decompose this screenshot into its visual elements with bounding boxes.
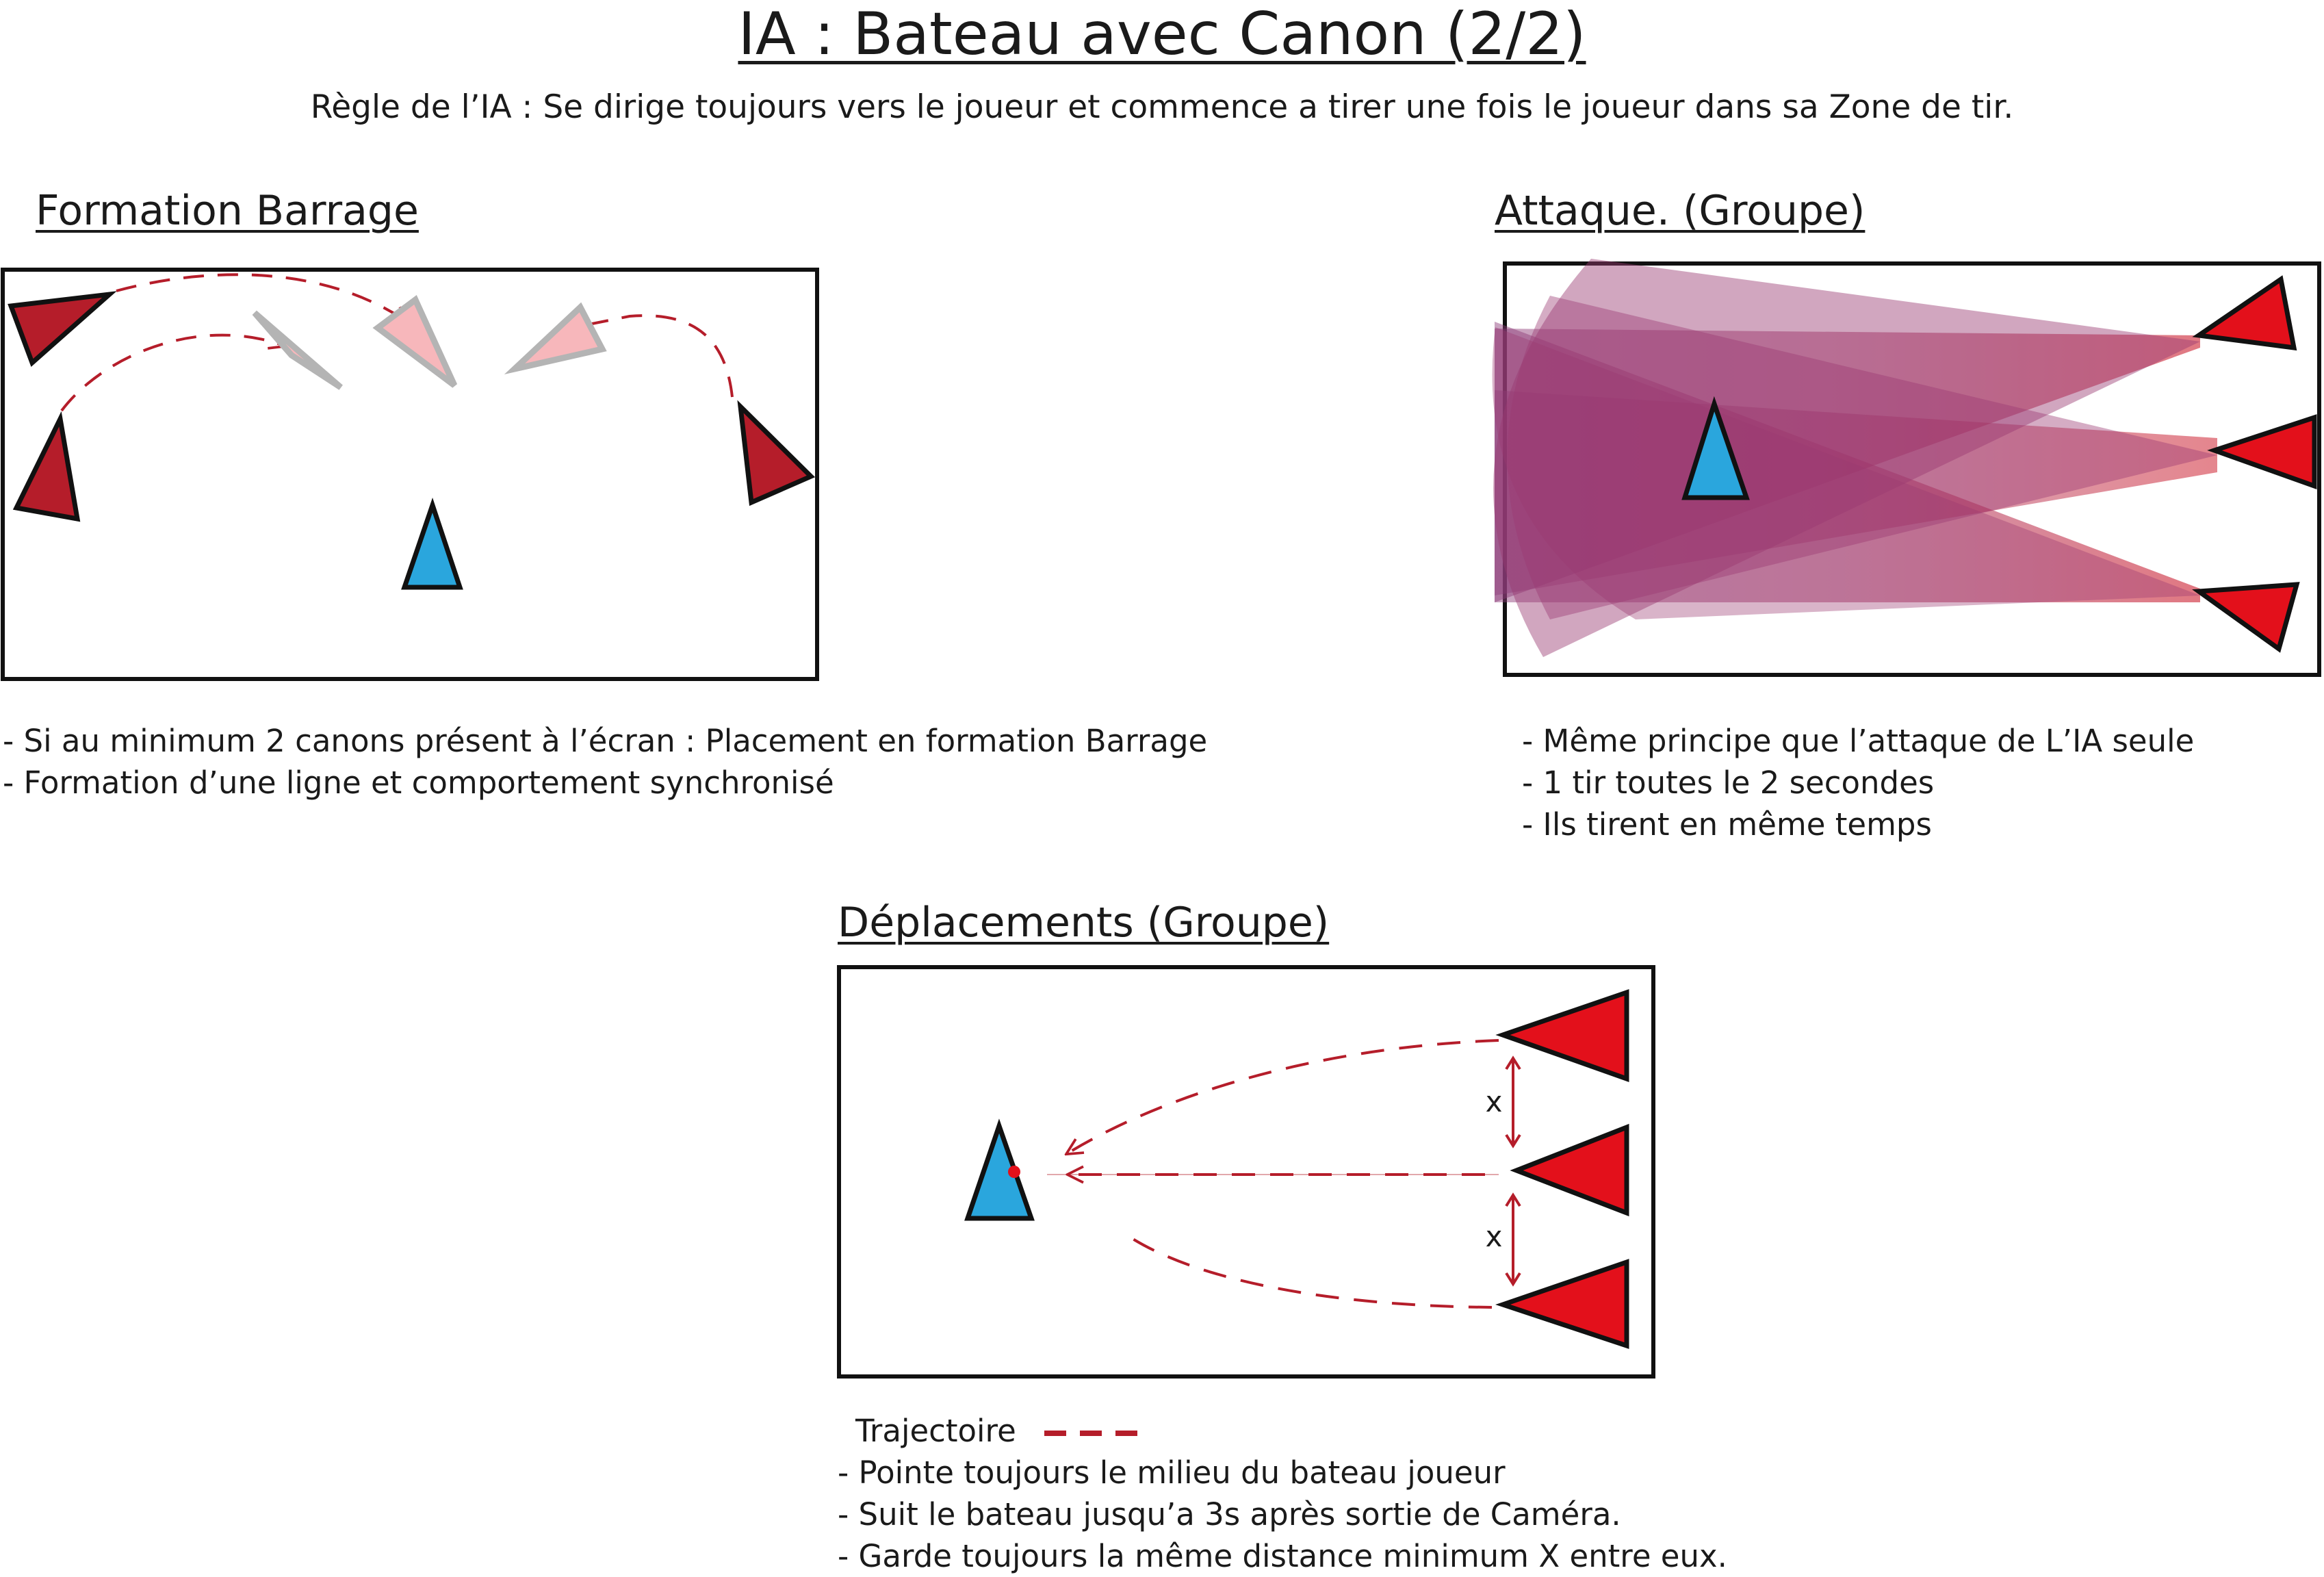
enemy-ship-icon (2192, 275, 2297, 351)
formation-bullets: - Si au minimum 2 canons présent à l’écr… (3, 720, 1207, 804)
attack-bullet: - Même principe que l’attaque de L’IA se… (1522, 723, 2195, 759)
formation-title: Formation Barrage (36, 187, 419, 235)
enemy-ship-icon (8, 291, 117, 367)
player-ship-icon (1681, 396, 1750, 500)
player-ship-icon (401, 498, 463, 590)
attack-diagram (1492, 259, 2321, 677)
movement-bullets: Trajectoire - Pointe toujours le milieu … (838, 1410, 1727, 1577)
enemy-ship-icon (1495, 1259, 1629, 1349)
enemy-ship-icon (1495, 989, 1629, 1082)
enemy-ship-icon (1510, 1123, 1629, 1217)
fire-cone (1493, 259, 2200, 657)
formation-diagram (1, 268, 819, 681)
attack-title: Attaque. (Groupe) (1495, 187, 1865, 235)
fire-cone (1507, 296, 2217, 619)
movement-bullet: - Suit le bateau jusqu’a 3s après sortie… (838, 1496, 1621, 1533)
attack-bullets: - Même principe que l’attaque de L’IA se… (1522, 720, 2194, 845)
ghost-ship-icon (252, 310, 343, 390)
movement-diagram: x x (837, 965, 1655, 1436)
fire-cone (1492, 327, 2200, 619)
legend-label: Trajectoire (855, 1413, 1016, 1449)
page-title: IA : Bateau avec Canon (2/2) (738, 0, 1586, 68)
distance-markers (1505, 1055, 1521, 1287)
trajectory-arrow-icon (60, 335, 284, 412)
movement-bullet: - Garde toujours la même distance minimu… (838, 1538, 1727, 1574)
ghost-ship-icon (372, 295, 458, 388)
distance-label: x (1486, 1085, 1503, 1118)
fire-zone (1495, 322, 2200, 602)
trajectory-arrow-icon (1068, 1039, 1499, 1153)
ai-rule: Règle de l’IA : Se dirige toujours vers … (310, 88, 2014, 126)
enemy-ship-icon (737, 400, 816, 507)
attack-bullet: - 1 tir toutes le 2 secondes (1522, 765, 1935, 801)
movement-title: Déplacements (Groupe) (838, 899, 1330, 947)
enemy-ship-icon (2192, 582, 2300, 653)
distance-label: x (1486, 1220, 1503, 1253)
attack-bullet: - Ils tirent en même temps (1522, 806, 1932, 843)
movement-bullet: - Pointe toujours le milieu du bateau jo… (838, 1454, 1506, 1491)
ghost-ship-icon (504, 302, 607, 375)
formation-bullet: - Si au minimum 2 canons présent à l’écr… (3, 723, 1208, 759)
formation-bullet: - Formation d’une ligne et comportement … (3, 765, 834, 801)
movement-trajectories (1068, 1039, 1499, 1309)
trajectory-arrow-icon (116, 273, 407, 322)
trajectory-arrow-icon (568, 314, 734, 398)
ship-center-point (1008, 1166, 1020, 1178)
formation-trajectories (60, 273, 734, 412)
fire-zones (1492, 259, 2217, 657)
enemy-ship-icon (12, 411, 81, 522)
enemy-ship-icon (2207, 414, 2317, 489)
